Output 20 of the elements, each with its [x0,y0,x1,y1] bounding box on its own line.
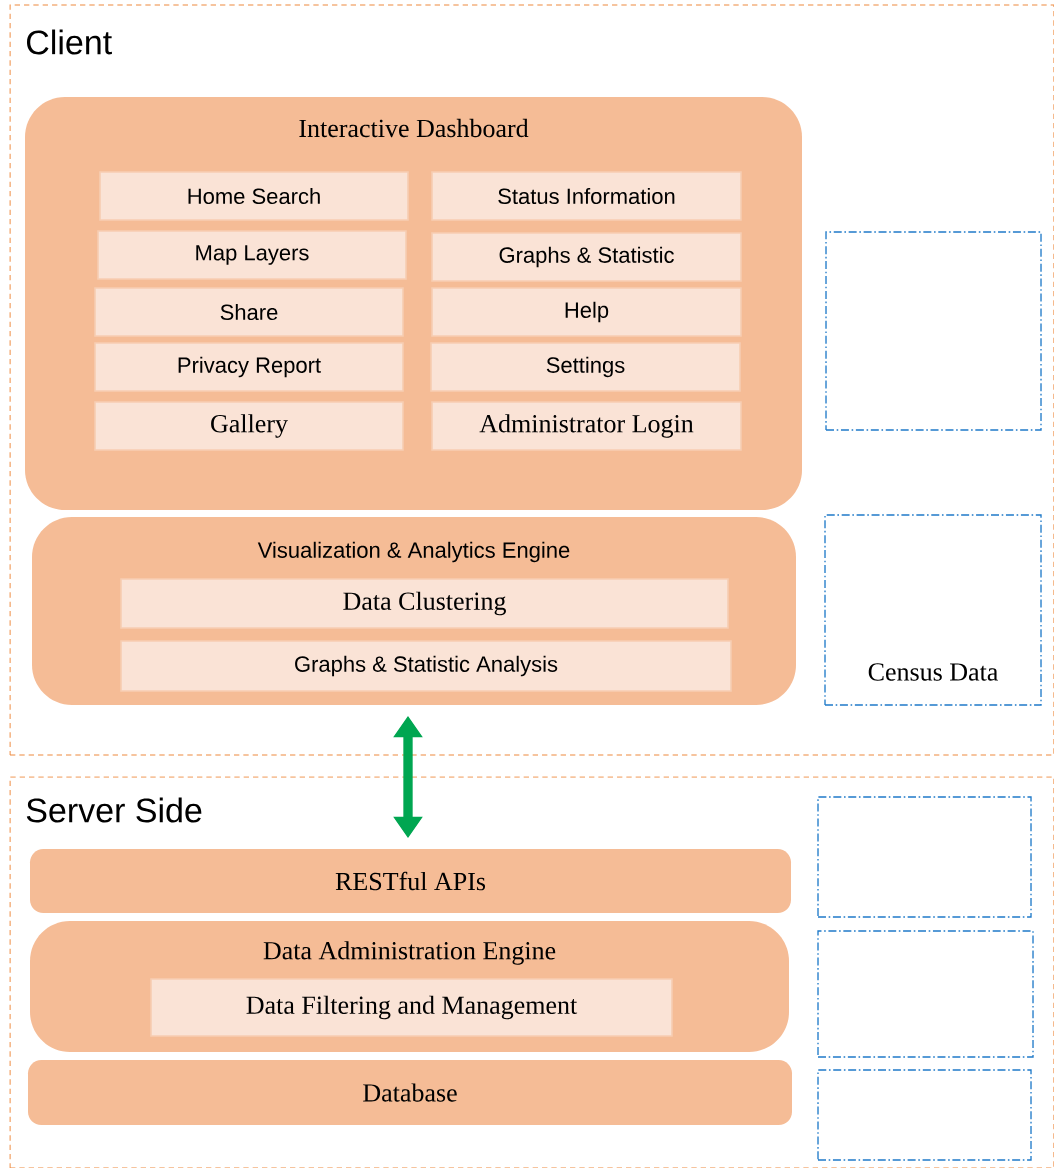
library-box [817,796,1032,918]
library-box [817,1069,1032,1161]
module-box: Help [431,287,742,337]
module-box: Share [94,287,404,337]
module-box: Status Information [431,171,742,221]
module-box: Data Clustering [120,578,729,629]
layer-box: Database [28,1060,792,1125]
library-box: Census Data [824,514,1042,706]
module-box: Graphs & Statistic Analysis [120,640,732,692]
library-box [825,231,1042,431]
module-box: Home Search [99,171,409,221]
module-box: Data Filtering and Management [150,978,673,1037]
module-box: Administrator Login [431,401,742,451]
layer-box: RESTful APIs [30,849,791,913]
module-box: Map Layers [97,230,407,280]
module-box: Privacy Report [94,342,404,392]
library-box [817,930,1034,1058]
module-box: Settings [430,342,741,392]
module-box: Gallery [94,401,404,451]
module-box: Graphs & Statistic [431,232,742,282]
